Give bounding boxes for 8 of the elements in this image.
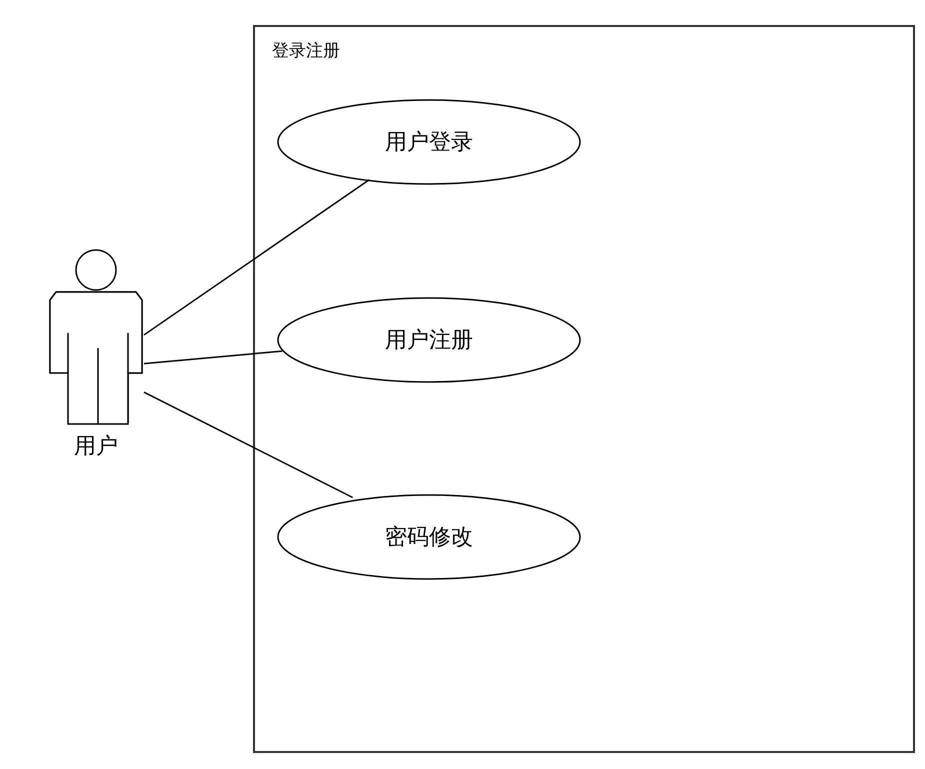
actor-name: 用户 xyxy=(73,434,119,460)
system-boundary xyxy=(253,25,915,753)
association-line xyxy=(144,179,370,336)
use-case-label: 用户注册 xyxy=(385,327,473,355)
boundary-title: 登录注册 xyxy=(272,40,340,62)
use-case-label: 密码修改 xyxy=(385,524,473,552)
use-case-label: 用户登录 xyxy=(385,129,473,157)
association-line xyxy=(144,350,282,364)
